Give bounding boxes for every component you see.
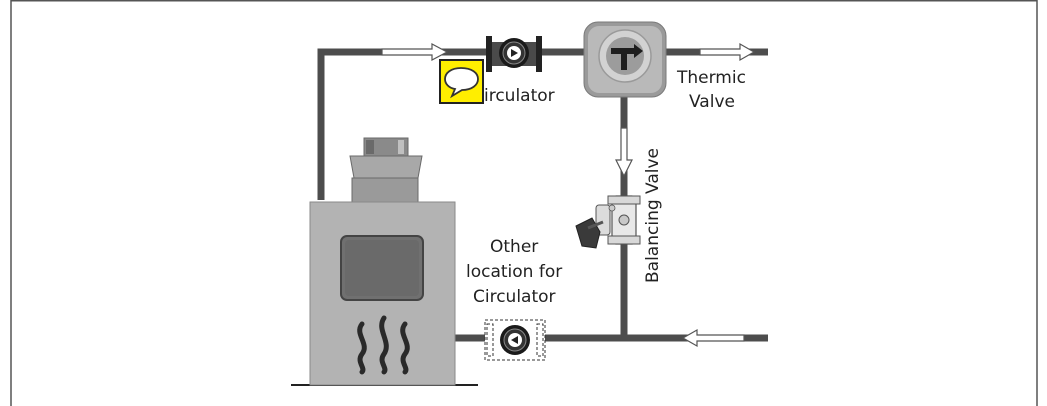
circulator-pump-upper[interactable] — [486, 36, 542, 72]
diagram-frame — [10, 0, 1038, 406]
boiler-flue — [349, 137, 423, 203]
comment-button[interactable] — [439, 59, 484, 104]
balancing-valve[interactable] — [575, 195, 641, 249]
flow-arrow-supply — [381, 43, 449, 61]
speech-bubble-icon — [444, 67, 479, 99]
balancing-valve-icon — [575, 217, 604, 249]
pump-icon — [508, 333, 522, 347]
heat-waves-icon — [357, 315, 410, 375]
flow-arrows — [381, 42, 756, 348]
flow-arrow-out — [699, 42, 756, 62]
thermic-valve[interactable] — [583, 21, 667, 98]
balancing-valve-label: Balancing Valve — [643, 148, 663, 283]
thermic-valve-label-line1: Thermic — [676, 68, 746, 88]
other-location-label-line1: Other — [490, 237, 538, 257]
circulator-pump-lower[interactable] — [484, 319, 546, 361]
other-location-label-line2: location for — [466, 262, 562, 282]
boiler — [291, 137, 478, 386]
thermic-valve-icon — [611, 44, 643, 70]
flow-arrow-down — [615, 127, 633, 178]
pump-icon — [507, 46, 521, 60]
flow-arrow-return — [681, 328, 745, 348]
thermic-valve-label-line2: Valve — [689, 92, 735, 112]
circulator-label: irculator — [484, 86, 555, 106]
other-location-label-line3: Circulator — [473, 287, 556, 307]
